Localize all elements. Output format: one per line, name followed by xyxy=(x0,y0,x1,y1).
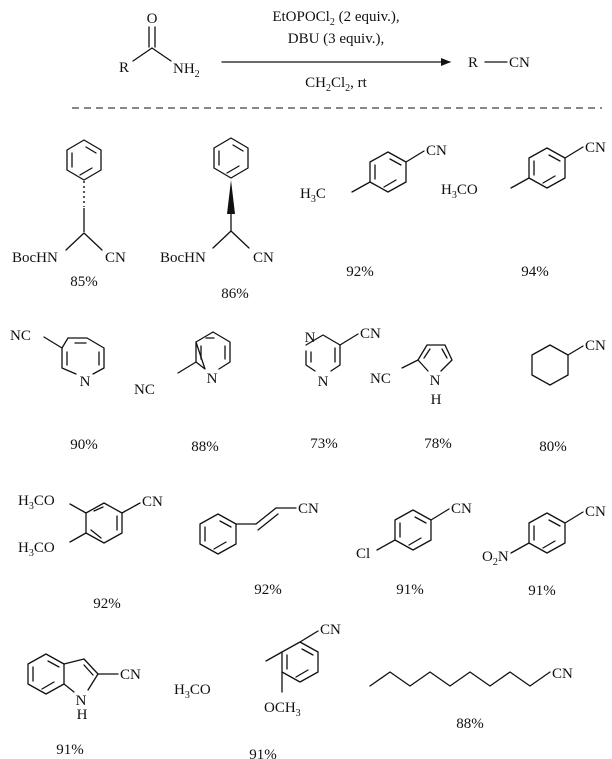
reagent-line-2: DBU (3 equiv.), xyxy=(288,31,385,47)
yield-label: 91% xyxy=(249,747,277,759)
nitrogen-label: N xyxy=(80,374,91,390)
compound-4: CN H3CO 94% xyxy=(441,140,606,280)
yield-label: 91% xyxy=(528,583,556,599)
yield-label: 91% xyxy=(56,742,84,758)
reagent-line-1: EtOPOCl2 (2 equiv.), xyxy=(272,9,399,28)
compound-15: CN H3CO OCH3 91% xyxy=(174,622,341,759)
yield-label: 91% xyxy=(396,582,424,598)
solvent-conditions: CH2Cl2, rt xyxy=(305,75,368,94)
hydrogen-label: H xyxy=(77,707,88,723)
bochn-label: BocHN xyxy=(12,250,58,266)
methoxy-label: OCH3 xyxy=(264,700,301,719)
cn-label: CN xyxy=(142,494,163,510)
cn-label: CN xyxy=(253,250,274,266)
carbonyl-oxygen-label: O xyxy=(147,11,158,27)
product-r-label: R xyxy=(468,55,478,71)
nc-label: NC xyxy=(134,382,155,398)
methoxy-label: H3CO xyxy=(174,682,211,701)
cn-label: CN xyxy=(360,326,381,342)
compound-1: BocHN CN 85% xyxy=(12,139,126,290)
compound-8: NC N H 78% xyxy=(370,344,453,452)
yield-label: 78% xyxy=(424,436,452,452)
chloro-label: Cl xyxy=(356,546,370,562)
nitrogen-label: N xyxy=(207,371,218,387)
nitrogen-label: N xyxy=(318,374,329,390)
compound-5: NC N 90% xyxy=(10,328,105,453)
compound-14: CN N H 91% xyxy=(27,653,141,758)
methyl-label: H3C xyxy=(300,186,326,205)
yield-label: 80% xyxy=(539,439,567,455)
compound-13: CN O2N 91% xyxy=(482,504,606,599)
methoxy-label: H3CO xyxy=(18,540,55,559)
reactant-amide: O R NH2 xyxy=(119,11,200,80)
methoxy-label: H3CO xyxy=(441,182,478,201)
cn-label: CN xyxy=(451,501,472,517)
yield-label: 88% xyxy=(456,716,484,732)
methoxy-label: H3CO xyxy=(18,493,55,512)
compound-7: N N CN 73% xyxy=(305,326,381,452)
cn-label: CN xyxy=(105,250,126,266)
yield-label: 73% xyxy=(310,436,338,452)
yield-label: 92% xyxy=(346,264,374,280)
hydrogen-label: H xyxy=(431,392,442,408)
cn-label: CN xyxy=(298,501,319,517)
compound-12: CN Cl 91% xyxy=(356,501,472,598)
compound-9: CN 80% xyxy=(531,338,606,455)
compound-2: BocHN CN 86% xyxy=(160,137,274,302)
yield-label: 92% xyxy=(254,582,282,598)
cn-label: CN xyxy=(585,504,606,520)
yield-label: 94% xyxy=(521,264,549,280)
yield-label: 88% xyxy=(191,439,219,455)
nitro-label: O2N xyxy=(482,549,509,568)
nitrogen-label: N xyxy=(305,330,316,346)
bochn-label: BocHN xyxy=(160,250,206,266)
product-cn-label: CN xyxy=(509,55,530,71)
nitrogen-label: N xyxy=(76,693,87,709)
compound-3: CN H3C 92% xyxy=(300,143,447,280)
general-reaction: O R NH2 EtOPOCl2 (2 equiv.), DBU (3 equi… xyxy=(119,9,530,94)
cn-label: CN xyxy=(120,667,141,683)
cn-label: CN xyxy=(585,140,606,156)
cn-label: CN xyxy=(552,666,573,682)
yield-label: 92% xyxy=(93,596,121,612)
amide-nh2-label: NH2 xyxy=(173,61,200,80)
yield-label: 90% xyxy=(70,437,98,453)
nc-label: NC xyxy=(370,371,391,387)
compound-16: CN 88% xyxy=(369,666,573,732)
compound-10: CN H3CO H3CO 92% xyxy=(18,493,163,612)
reactant-r-label: R xyxy=(119,60,129,76)
yield-label: 86% xyxy=(221,286,249,302)
product-nitrile: R CN xyxy=(468,55,530,71)
cn-label: CN xyxy=(426,143,447,159)
compound-11: CN 92% xyxy=(199,501,319,598)
cn-label: CN xyxy=(320,622,341,638)
nc-label: NC xyxy=(10,328,31,344)
cn-label: CN xyxy=(585,338,606,354)
yield-label: 85% xyxy=(70,274,98,290)
compound-6: NC N 88% xyxy=(134,331,231,455)
nitrogen-label: N xyxy=(430,373,441,389)
